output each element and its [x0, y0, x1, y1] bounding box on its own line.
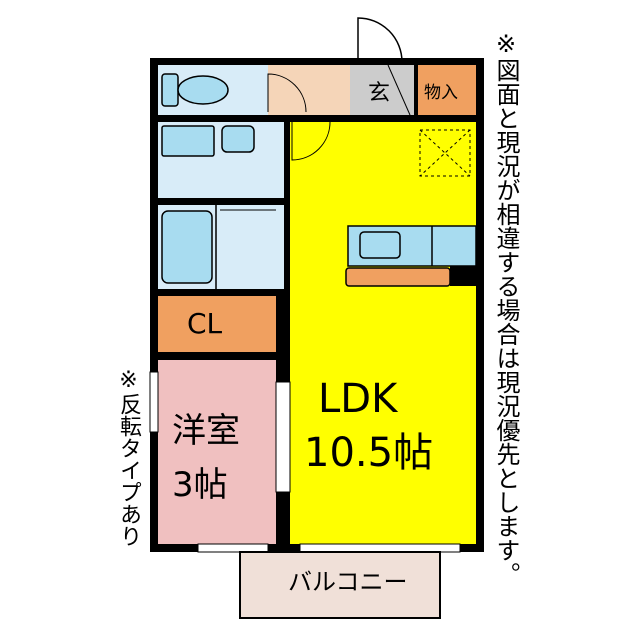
storage-room — [418, 65, 476, 115]
refrigerator-cross-1 — [419, 129, 471, 177]
ldk-name: LDK — [318, 376, 399, 422]
kitchen-bar — [345, 267, 451, 287]
western-room — [158, 360, 276, 544]
wash-basin-icon — [221, 125, 255, 153]
toilet-tank-icon — [161, 73, 179, 107]
ldk-room — [290, 122, 476, 544]
toilet-door-swing — [267, 73, 307, 113]
balcony — [239, 551, 441, 619]
refrigerator-cross-2 — [419, 129, 471, 177]
closet — [158, 296, 276, 352]
kitchen-sink-icon — [359, 231, 401, 259]
western-size: 3帖 — [172, 465, 228, 505]
entrance-floor — [350, 65, 414, 115]
kitchen-pillar — [450, 266, 476, 286]
closet-name: CL — [187, 307, 223, 340]
disclaimer-note: ※図面と現況が相違する場合は現況優先とします。 — [492, 30, 520, 586]
bathtub-icon — [161, 210, 213, 284]
entrance-door-swing — [357, 17, 403, 63]
entrance-name: 玄 — [368, 81, 390, 106]
western-name: 洋室 — [172, 411, 240, 451]
window-divider-ldk — [275, 381, 291, 493]
ldk-size: 10.5帖 — [304, 430, 433, 476]
washing-machine-icon — [161, 125, 215, 157]
hallway — [268, 65, 350, 115]
window-side — [149, 371, 159, 433]
ldk-door-swing — [291, 121, 331, 161]
window-ldk — [299, 543, 461, 553]
reverse-type-note: ※反転タイプあり — [116, 368, 141, 547]
toilet-bowl-icon — [177, 75, 229, 105]
entrance-step — [387, 64, 411, 116]
balcony-name: バルコニー — [288, 568, 408, 596]
refrigerator-space — [419, 129, 471, 177]
window-western — [197, 543, 269, 553]
storage-name: 物入 — [424, 83, 458, 103]
